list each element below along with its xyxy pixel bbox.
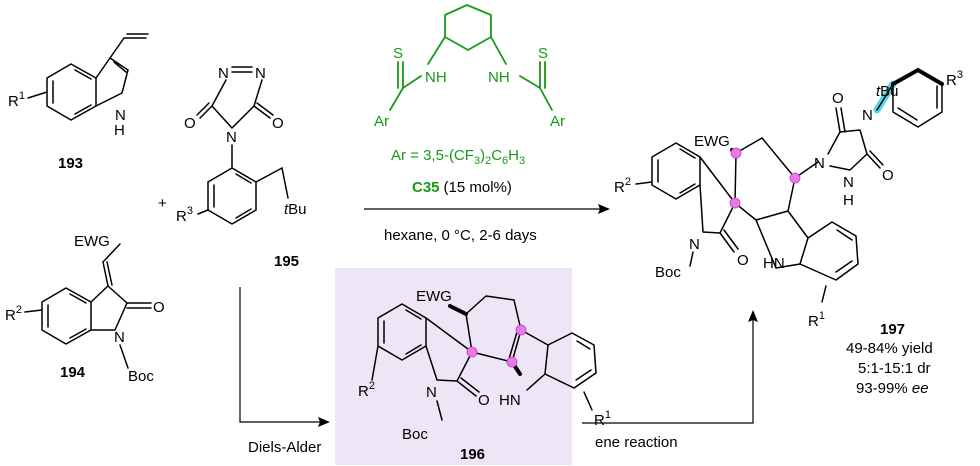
n-label-197: N — [689, 236, 700, 253]
n-label-193: N — [115, 107, 126, 124]
diels-alder-arrow-head — [318, 417, 330, 427]
diels-alder-arrow — [239, 287, 322, 423]
result-yield: 49-84% yield — [846, 340, 933, 357]
stereocenter-dot-197-a — [729, 197, 741, 209]
compound-197: N Boc O EWG N N H O O N tBu R3 HN R1 R2 — [614, 67, 963, 397]
n4-label-195: N — [226, 129, 237, 146]
plus-sign: + — [158, 195, 167, 212]
boc-label-197: Boc — [655, 264, 681, 281]
ene-arrow-head — [748, 310, 758, 322]
result-ee: 93-99% ee — [856, 380, 929, 397]
nh-left-label: NH — [425, 69, 447, 86]
compound-number-197: 197 — [880, 321, 905, 338]
r3-label-197: R3 — [946, 69, 963, 89]
boc-label-194: Boc — [128, 368, 154, 385]
catalyst-loading: C35(15 mol%) — [412, 179, 512, 196]
n4-label-197: N — [862, 107, 873, 124]
n2-label-195: N — [255, 65, 266, 82]
r1-label-196: R1 — [594, 409, 611, 429]
compound-195: N N N O O tBu R3 195 — [176, 65, 307, 270]
compound-number-196: 196 — [460, 446, 485, 463]
o2-label-197: O — [882, 167, 894, 184]
tbu-label-195: tBu — [284, 201, 307, 218]
nh-right-label: NH — [488, 69, 510, 86]
compound-194: EWG O N Boc R2 194 — [5, 233, 165, 385]
r2-label-194: R2 — [5, 304, 22, 324]
intermediate-highlight-box — [335, 268, 572, 465]
hn-label-197: HN — [763, 255, 785, 272]
diels-alder-label: Diels-Alder — [248, 439, 321, 456]
n-label-194: N — [114, 329, 125, 346]
n1-label-197: N — [814, 155, 825, 172]
o-label-194: O — [153, 299, 165, 316]
compound-number-193: 193 — [58, 155, 83, 172]
reaction-conditions: hexane, 0 °C, 2-6 days — [384, 227, 537, 244]
ar-definition: Ar = 3,5-(CF3)2C6H3 — [391, 147, 525, 167]
tbu-label-197: tBu — [876, 83, 899, 100]
ene-reaction-label: ene reaction — [595, 434, 678, 451]
r2-label-196: R2 — [358, 380, 375, 400]
result-dr: 5:1-15:1 dr — [858, 360, 931, 377]
ene-arrow — [582, 318, 754, 424]
s-right-label: S — [538, 45, 548, 62]
stereocenter-dot-197-b — [730, 147, 742, 159]
nh-label-193: H — [114, 122, 125, 139]
compound-196: N Boc O EWG HN R1 R2 196 — [358, 288, 611, 463]
o1-label-195: O — [184, 115, 196, 132]
r3-label-195: R3 — [176, 205, 193, 225]
boc-label-196: Boc — [402, 426, 428, 443]
r1-label-197: R1 — [808, 310, 825, 330]
h-label-197: H — [843, 192, 854, 209]
n-label-196: N — [426, 384, 437, 401]
compound-number-195: 195 — [274, 253, 299, 270]
n2-label-197: N — [843, 174, 854, 191]
r1-label-193: R1 — [8, 90, 25, 110]
ar-left-label: Ar — [374, 113, 389, 130]
hn-label-196: HN — [499, 392, 521, 409]
ewg-label-196: EWG — [416, 288, 452, 305]
stereocenter-dot-197-c — [789, 172, 801, 184]
ewg-label-197: EWG — [694, 133, 730, 150]
ar-right-label: Ar — [550, 113, 565, 130]
r2-label-197: R2 — [614, 176, 631, 196]
main-arrow-head — [598, 204, 610, 214]
catalyst-c35: NH NH S Ar S Ar Ar = 3,5-(CF3)2C6H3 C35(… — [374, 4, 565, 196]
o-label-197: O — [737, 252, 749, 269]
n1-label-195: N — [218, 65, 229, 82]
o2-label-195: O — [272, 115, 284, 132]
stereocenter-dot-196-c — [515, 324, 527, 336]
ewg-label-194: EWG — [74, 233, 110, 250]
stereocenter-dot-196-b — [506, 356, 518, 368]
o-label-196: O — [478, 392, 490, 409]
s-left-label: S — [393, 45, 403, 62]
compound-193: H N R1 193 — [8, 33, 149, 172]
stereocenter-dot-196-a — [466, 346, 478, 358]
compound-number-194: 194 — [60, 364, 86, 381]
o1-label-197: O — [832, 90, 844, 107]
